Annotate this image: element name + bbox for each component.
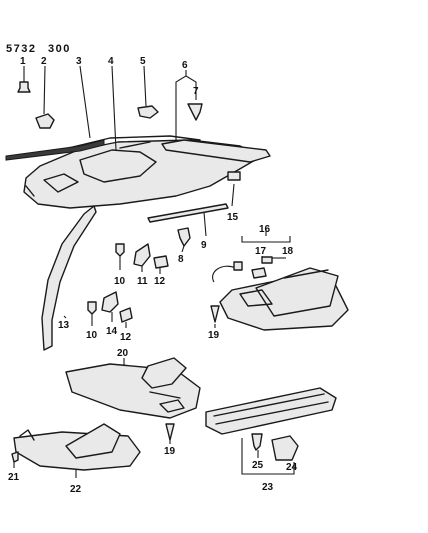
callout-12-upper: 12 (154, 276, 166, 287)
callout-9: 9 (201, 240, 207, 251)
assist-grip (205, 387, 337, 435)
callout-23: 23 (262, 482, 274, 493)
clip-10-upper (115, 243, 125, 257)
callout-19-lower: 19 (164, 446, 176, 457)
callout-16: 16 (259, 224, 271, 235)
rear-header-trim (161, 139, 271, 163)
callout-8: 8 (178, 254, 184, 265)
screw-19-lower (165, 423, 175, 441)
sun-visor-left (13, 423, 141, 471)
callout-13: 13 (58, 320, 70, 331)
push-pin-7 (187, 103, 203, 121)
clip-1 (17, 81, 31, 93)
callout-7: 7 (193, 86, 199, 97)
callout-2: 2 (41, 56, 47, 67)
clip-12-upper (153, 255, 169, 269)
callout-14: 14 (106, 326, 118, 337)
callout-21: 21 (8, 472, 20, 483)
bracket-2 (35, 113, 55, 129)
callout-19-upper: 19 (208, 330, 220, 341)
pin-8 (177, 227, 191, 247)
clip-12-lower (119, 307, 133, 323)
diagram-code-left: 5732 (6, 43, 36, 55)
callout-10-lower: 10 (86, 330, 98, 341)
callout-15: 15 (227, 212, 239, 223)
diagram-code-right: 300 (48, 43, 71, 55)
callout-5: 5 (140, 56, 146, 67)
retainer-clip-15 (227, 171, 241, 181)
grip-screw-25 (251, 433, 263, 451)
callout-numbers: 1 2 3 4 5 6 7 15 9 8 10 11 12 13 10 14 1… (8, 56, 298, 495)
callout-22: 22 (70, 484, 82, 495)
headliner-panel (23, 135, 263, 209)
bracket-14 (101, 291, 119, 313)
sun-visor-lighted-mirror (212, 261, 349, 331)
callout-1: 1 (20, 56, 26, 67)
callout-17: 17 (255, 246, 267, 257)
callout-4: 4 (108, 56, 114, 67)
callout-25: 25 (252, 460, 264, 471)
callout-24: 24 (286, 462, 298, 473)
mirror-lamp-lens-17 (251, 267, 267, 279)
grip-cover-24 (271, 435, 299, 461)
drip-rail-molding (5, 139, 105, 161)
callout-3: 3 (76, 56, 82, 67)
a-pillar-trim (41, 205, 97, 351)
callout-18: 18 (282, 246, 294, 257)
callout-6: 6 (182, 60, 188, 71)
callout-20: 20 (117, 348, 129, 359)
callout-leaders (13, 65, 295, 478)
hanger-5 (137, 105, 159, 119)
callout-12-lower: 12 (120, 332, 132, 343)
bracket-21 (11, 451, 19, 463)
side-roof-rail (147, 203, 229, 223)
callout-11: 11 (137, 276, 148, 287)
lamp-bulb-18 (261, 256, 273, 264)
sun-visor-right (65, 357, 201, 419)
callout-10-upper: 10 (114, 276, 126, 287)
screw-19-upper (210, 305, 220, 323)
clip-10-lower (87, 301, 97, 315)
bracket-11 (133, 243, 151, 267)
